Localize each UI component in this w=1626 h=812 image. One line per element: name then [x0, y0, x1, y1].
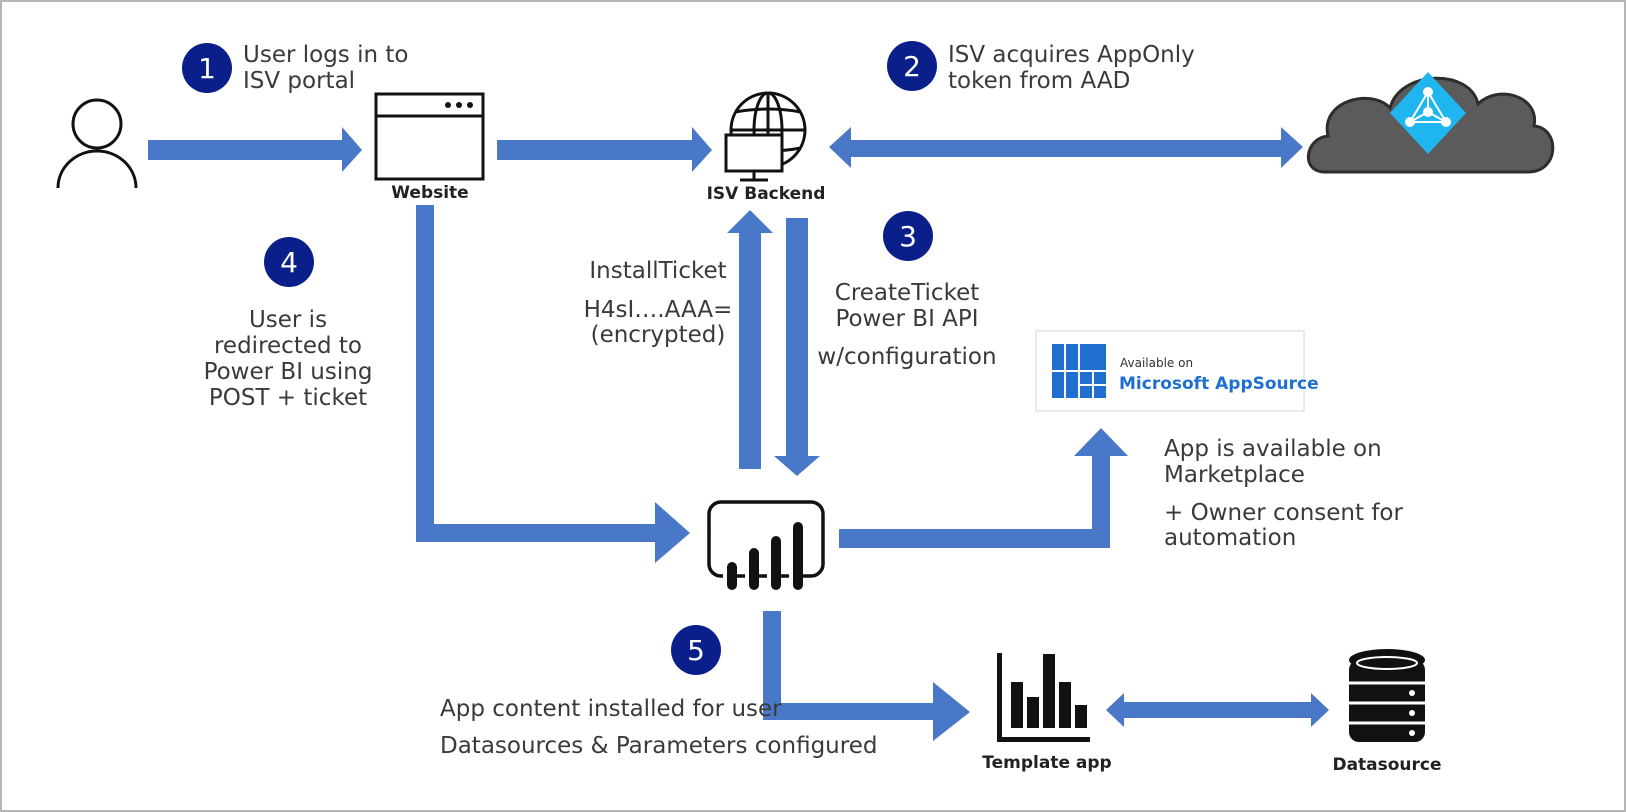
template-app-label: Template app: [982, 753, 1111, 773]
appsource-badge: Available on Microsoft AppSource: [1035, 330, 1319, 412]
step-2-text-line-2: token from AAD: [948, 68, 1130, 94]
isv-backend-label: ISV Backend: [707, 184, 826, 204]
step-5-number: 5: [687, 634, 705, 667]
step-4-number: 4: [280, 246, 298, 279]
arrow-powerbi-to-backend: [727, 210, 773, 469]
step-5-badge: 5: [671, 625, 721, 675]
arrow-user-to-website: [148, 127, 362, 172]
install-ticket-line-2: H4sI….AAA=: [584, 297, 733, 323]
step-4-badge: 4: [264, 237, 314, 287]
arrow-powerbi-to-appsource: [839, 428, 1128, 548]
arrow-website-to-powerbi: [416, 205, 690, 563]
step-3-badge: 3: [883, 211, 933, 261]
step-3-text-line-3: w/configuration: [817, 344, 996, 370]
browser-window-icon: [374, 92, 485, 181]
step-1-text-line-2: ISV portal: [243, 68, 355, 94]
install-ticket-line-3: (encrypted): [591, 322, 726, 348]
user-icon: [56, 98, 138, 189]
step-2-badge: 2: [887, 41, 937, 91]
database-icon: [1349, 649, 1425, 742]
step-1-text-line-1: User logs in to: [243, 42, 408, 68]
bar-chart-icon: [997, 653, 1090, 742]
marketplace-line-4: automation: [1164, 525, 1296, 551]
install-ticket-line-1: InstallTicket: [589, 258, 726, 284]
step-5-text-line-1: App content installed for user: [440, 696, 782, 722]
step-2-text-line-1: ISV acquires AppOnly: [948, 42, 1195, 68]
marketplace-line-1: App is available on: [1164, 436, 1382, 462]
step-5-text-line-2: Datasources & Parameters configured: [440, 733, 877, 759]
step-1-badge: 1: [182, 43, 232, 93]
arrow-backend-aad: [829, 127, 1303, 168]
step-3-text-line-2: Power BI API: [835, 306, 978, 332]
power-bi-icon: [707, 500, 825, 590]
step-2-number: 2: [903, 50, 921, 83]
website-label: Website: [391, 183, 468, 203]
globe-computer-icon: [724, 91, 807, 182]
marketplace-line-3: + Owner consent for: [1164, 500, 1403, 526]
arrow-powerbi-to-template: [763, 611, 970, 741]
step-3-number: 3: [899, 220, 917, 253]
step-3-text-line-1: CreateTicket: [835, 280, 979, 306]
appsource-big-text: Microsoft AppSource: [1119, 374, 1319, 394]
cloud-aad-icon: [1307, 72, 1555, 174]
datasource-label: Datasource: [1332, 755, 1441, 775]
arrow-website-to-backend: [497, 127, 712, 172]
step-1-number: 1: [198, 52, 216, 85]
arrow-template-datasource: [1106, 693, 1329, 727]
marketplace-line-2: Marketplace: [1164, 462, 1305, 488]
step-4-text-line-4: POST + ticket: [209, 385, 367, 411]
step-4-text-line-1: User is: [249, 307, 327, 333]
appsource-small-text: Available on: [1120, 356, 1193, 370]
arrows: [148, 127, 1329, 741]
step-4-text-line-2: redirected to: [214, 333, 362, 359]
arrow-backend-to-powerbi: [774, 218, 820, 476]
step-4-text-line-3: Power BI using: [204, 359, 373, 385]
